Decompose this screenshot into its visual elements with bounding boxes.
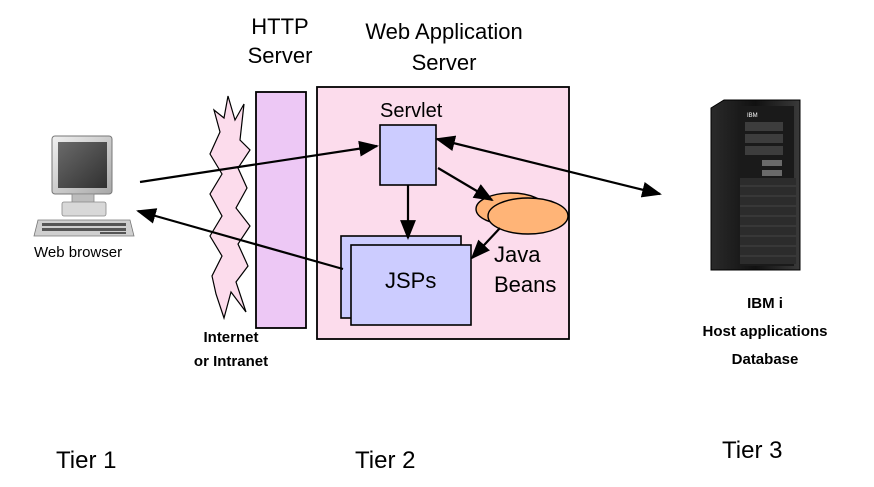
host-label-line3: Database xyxy=(731,351,799,368)
servlet-label: Servlet xyxy=(380,100,443,122)
server-brand-label: IBM xyxy=(747,113,758,119)
server-tower-icon: IBM xyxy=(710,99,801,271)
network-label-line2: or Intranet xyxy=(193,353,269,370)
servlet-box xyxy=(379,124,437,186)
computer-icon xyxy=(33,135,135,237)
http-server-box xyxy=(255,91,307,329)
tier-3-label: Tier 3 xyxy=(722,437,783,464)
jsps-label: JSPs xyxy=(385,268,437,293)
beans-to-jsp-arrow xyxy=(470,227,501,260)
java-bean-icon xyxy=(487,197,569,235)
http-server-label: HTTP Server xyxy=(238,12,322,70)
http-server-label-line2: Server xyxy=(247,43,313,68)
network-burst-icon xyxy=(209,95,251,321)
was-label-line1: Web Application xyxy=(365,19,523,44)
was-label-line2: Server xyxy=(411,50,477,75)
network-label-line1: Internet xyxy=(203,329,259,346)
java-beans-label: Java Beans xyxy=(494,240,556,300)
network-label: Internet or Intranet xyxy=(176,326,286,374)
http-server-label-line1: HTTP xyxy=(251,14,309,39)
host-label-line1: IBM i xyxy=(747,295,783,312)
web-browser-label: Web browser xyxy=(34,244,123,261)
web-application-server-label: Web Application Server xyxy=(340,16,548,78)
host-label-line2: Host applications xyxy=(702,323,828,340)
java-beans-label-line1: Java xyxy=(494,242,541,267)
java-beans-label-line2: Beans xyxy=(494,272,557,297)
tier-2-label: Tier 2 xyxy=(355,447,416,474)
jsp-page-front xyxy=(350,244,472,326)
response-arrow xyxy=(136,208,344,271)
tier-1-label: Tier 1 xyxy=(56,447,117,474)
servlet-host-arrow xyxy=(435,135,662,198)
request-arrow xyxy=(139,140,379,184)
host-label: IBM i Host applications Database xyxy=(680,290,850,374)
